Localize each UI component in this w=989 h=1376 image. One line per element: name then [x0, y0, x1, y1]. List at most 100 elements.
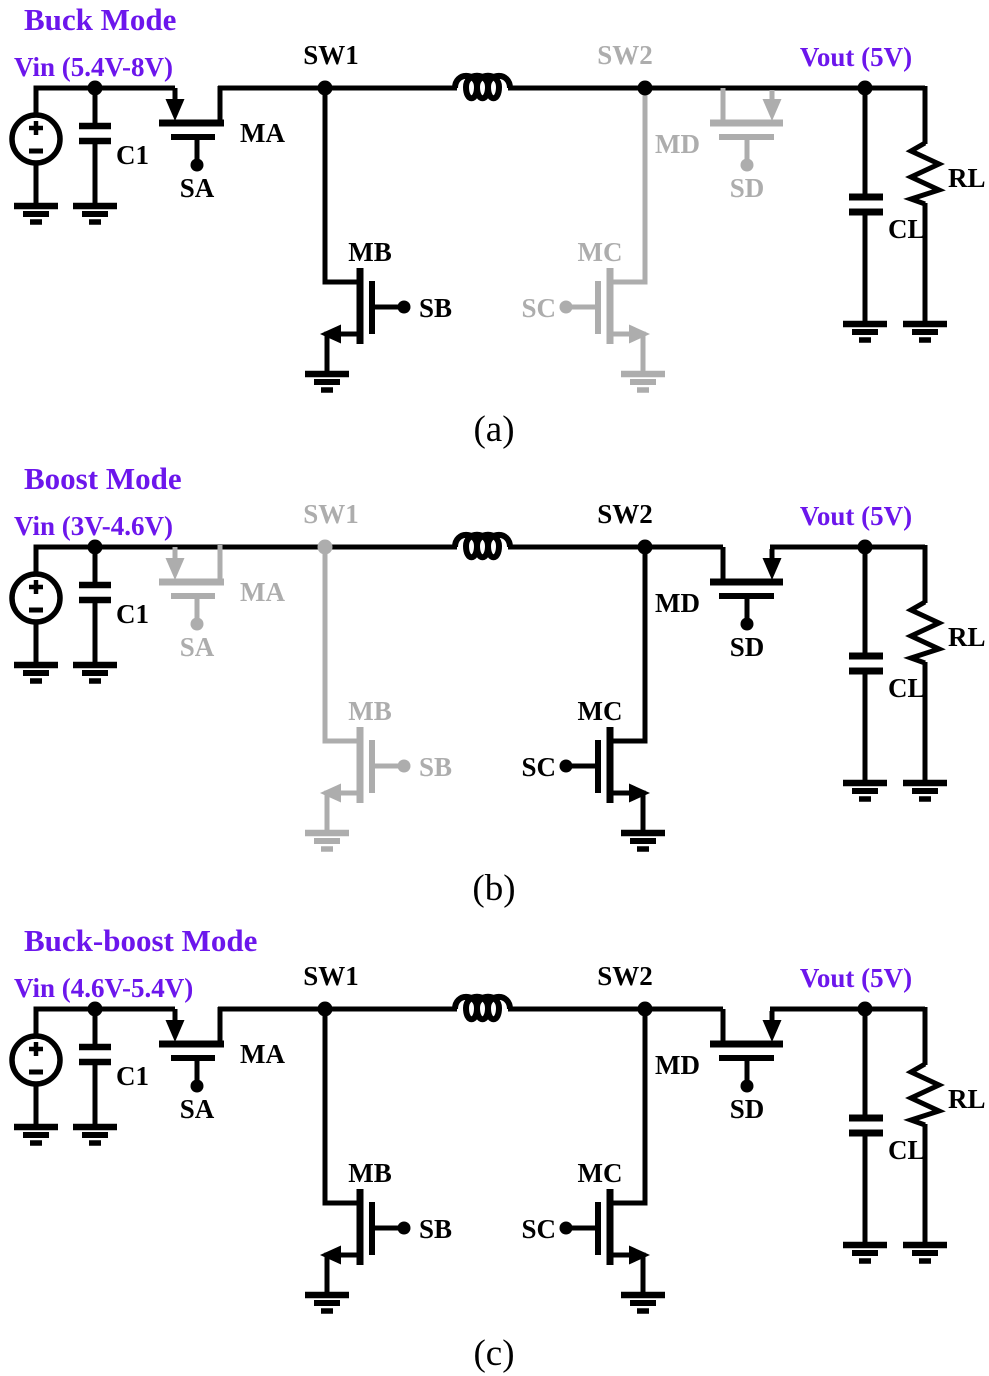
a-inductor — [452, 72, 513, 102]
b-sw1-label: SW1 — [303, 499, 359, 529]
c-sw1-node — [317, 1001, 333, 1017]
c-vout-label: Vout (5V) — [800, 963, 912, 993]
b-ma-source-arrow — [165, 558, 185, 580]
b-sc-gate-dot — [559, 759, 573, 773]
b-md-drain-arrow — [762, 558, 782, 580]
a-mc-label: MC — [578, 237, 623, 267]
b-vout-label: Vout (5V) — [800, 501, 912, 531]
c-sa-gate-dot — [190, 1079, 204, 1093]
c-vin-label: Vin (4.6V-5.4V) — [14, 973, 193, 1003]
c-sb-gate-dot — [397, 1221, 411, 1235]
a-sa-gate-dot — [190, 158, 204, 172]
b-inductor — [452, 531, 513, 561]
b-sa-label: SA — [180, 632, 215, 662]
b-mc-drain — [613, 551, 648, 744]
b-sd-label: SD — [730, 632, 765, 662]
a-panel-caption: (a) — [473, 409, 514, 450]
c-rl-resistor — [903, 1061, 946, 1128]
c-rl-label: RL — [948, 1084, 986, 1114]
c-sd-gate-dot — [740, 1079, 754, 1093]
b-vin-node — [87, 539, 103, 555]
c-sw1-label: SW1 — [303, 961, 359, 991]
b-sw2-node — [637, 539, 653, 555]
c-sw2-node — [637, 1001, 653, 1017]
a-cl-label: CL — [888, 214, 926, 244]
b-sa-gate-dot — [190, 617, 204, 631]
a-sc-label: SC — [521, 293, 556, 323]
b-wire-vin — [33, 544, 457, 575]
b-mc-source — [613, 790, 646, 831]
c-mc-label: MC — [578, 1158, 623, 1188]
b-mc-label: MC — [578, 696, 623, 726]
b-sb-gate-dot — [397, 759, 411, 773]
c-mc-source-arrow — [629, 1245, 650, 1265]
b-mb-label: MB — [348, 696, 392, 726]
b-mb-source — [324, 790, 357, 831]
a-sw2-node — [637, 80, 653, 96]
a-sw1-label: SW1 — [303, 40, 359, 70]
a-sa-label: SA — [180, 173, 215, 203]
a-sd-gate-dot — [740, 158, 754, 172]
a-rl-label: RL — [948, 163, 986, 193]
b-panel-caption: (b) — [472, 868, 515, 909]
a-wire-vin — [33, 85, 175, 116]
c-mb-drain — [322, 1009, 357, 1206]
c-ma-label: MA — [240, 1039, 285, 1069]
c-md-label: MD — [655, 1050, 700, 1080]
c-mb-source — [324, 1252, 357, 1293]
a-rl-resistor — [903, 140, 946, 207]
a-mc-drain — [613, 92, 648, 285]
a-mb-drain — [322, 88, 357, 285]
c-sb-label: SB — [419, 1214, 452, 1244]
a-sc-gate-dot — [559, 300, 573, 314]
a-mode-title: Buck Mode — [24, 2, 176, 37]
a-mc-source-arrow — [629, 324, 650, 344]
b-mc-source-arrow — [629, 783, 650, 803]
c-cl-label: CL — [888, 1135, 926, 1165]
c-mc-source — [613, 1252, 646, 1293]
a-vout-label: Vout (5V) — [800, 42, 912, 72]
b-sw1-node — [317, 539, 333, 555]
a-sb-label: SB — [419, 293, 452, 323]
c-sc-label: SC — [521, 1214, 556, 1244]
c-md-drain-arrow — [762, 1020, 782, 1042]
b-rl-resistor — [903, 599, 946, 666]
a-mc-source — [613, 331, 646, 372]
c-mode-title: Buck-boost Mode — [24, 923, 257, 958]
a-mb-label: MB — [348, 237, 392, 267]
b-sd-gate-dot — [740, 617, 754, 631]
c-vin-node — [87, 1001, 103, 1017]
b-mb-drain — [322, 547, 357, 744]
a-sd-label: SD — [730, 173, 765, 203]
a-mb-source — [324, 331, 357, 372]
c-mc-drain — [613, 1013, 648, 1206]
c-c1-label: C1 — [116, 1061, 149, 1091]
b-vin-label: Vin (3V-4.6V) — [14, 511, 173, 541]
a-md-label: MD — [655, 129, 700, 159]
b-sc-label: SC — [521, 752, 556, 782]
b-mode-title: Boost Mode — [24, 461, 182, 496]
c-mb-label: MB — [348, 1158, 392, 1188]
a-md-drain-arrow — [762, 99, 782, 121]
a-ma-source-arrow — [165, 99, 185, 121]
c-sd-label: SD — [730, 1094, 765, 1124]
b-ma-label: MA — [240, 577, 285, 607]
a-c1-label: C1 — [116, 140, 149, 170]
c-mb-source-arrow — [320, 1245, 341, 1265]
b-c1-label: C1 — [116, 599, 149, 629]
c-inductor — [452, 993, 513, 1023]
c-sw2-label: SW2 — [597, 961, 653, 991]
a-sb-gate-dot — [397, 300, 411, 314]
b-rl-label: RL — [948, 622, 986, 652]
b-md-label: MD — [655, 588, 700, 618]
